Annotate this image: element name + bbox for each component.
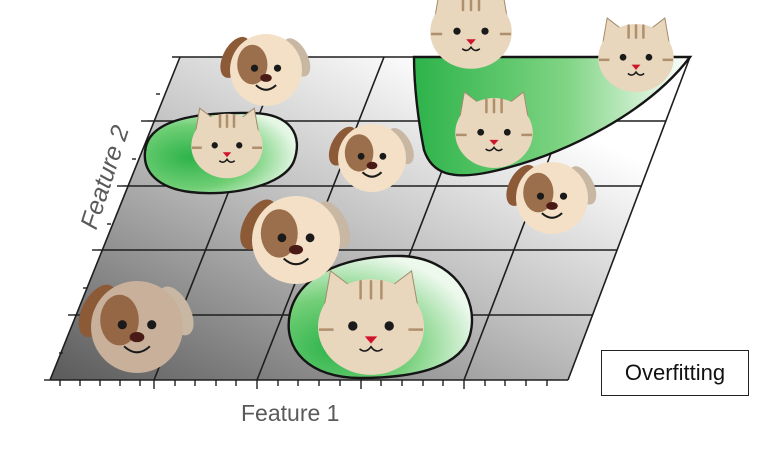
cat-icon	[430, 0, 512, 69]
dog-icon	[240, 196, 351, 284]
x-axis-label: Feature 1	[241, 400, 340, 426]
dog-icon	[328, 124, 414, 192]
cat-icon	[455, 91, 533, 168]
cat-icon	[598, 17, 674, 93]
dog-icon	[220, 34, 311, 106]
cat-icon	[191, 107, 263, 179]
animals	[78, 0, 674, 375]
cat-icon	[317, 269, 425, 375]
axis-ticks	[44, 93, 548, 389]
dog-icon	[78, 281, 194, 373]
dog-icon	[506, 162, 597, 234]
overfitting-badge: Overfitting	[601, 350, 749, 396]
